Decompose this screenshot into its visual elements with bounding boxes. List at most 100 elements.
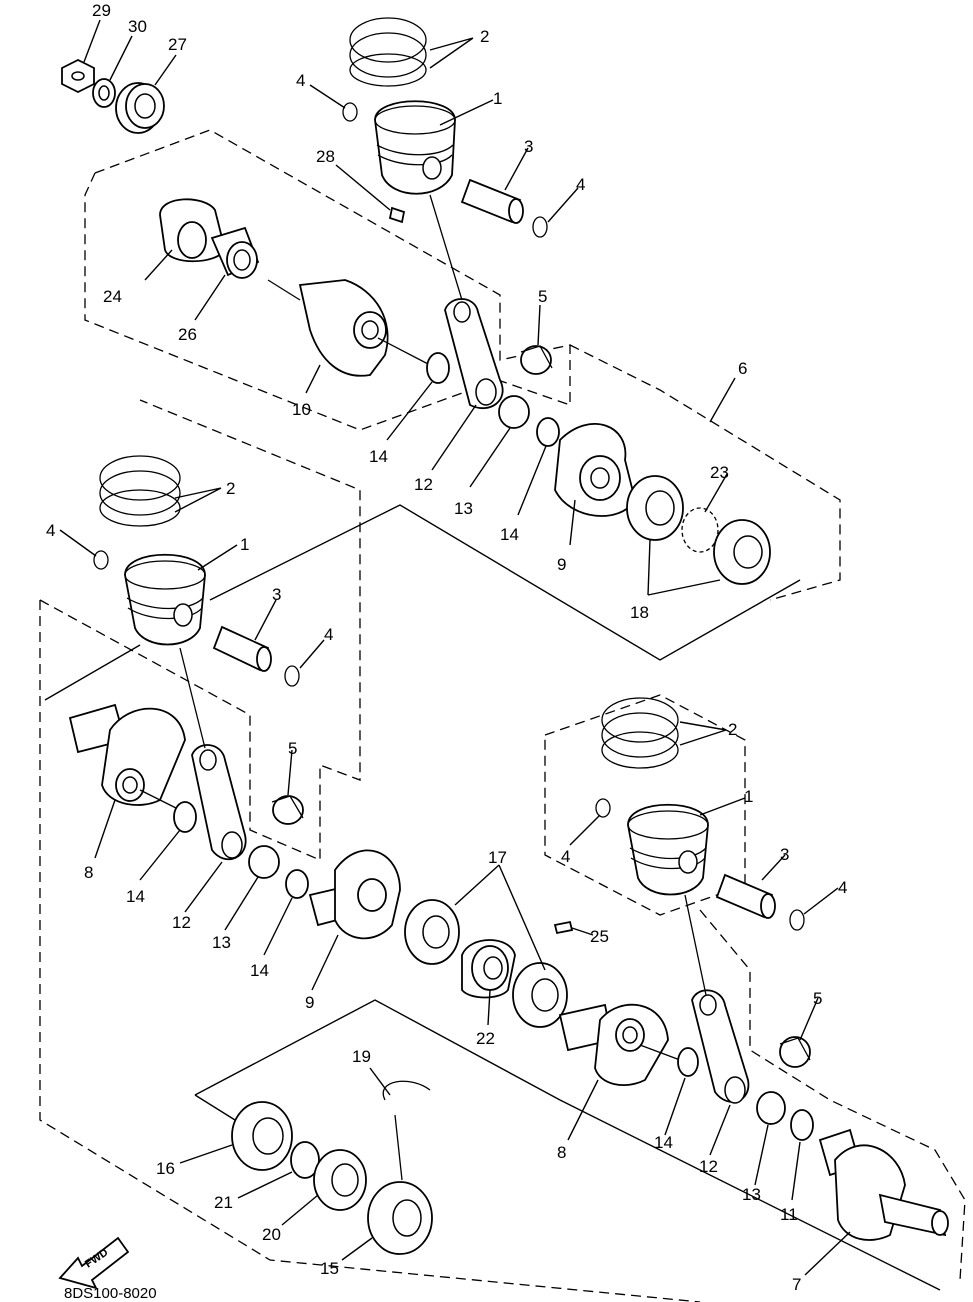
clip-4-right-left [595,798,611,818]
bearing-18-b [713,519,771,585]
leader-lines [59,19,851,1276]
callout-18: 18 [630,603,649,622]
drawing-code: 8DS100-8020 [64,1285,157,1302]
callout-12: 12 [172,913,191,932]
oil-seal-27 [115,82,165,134]
callout-30: 30 [128,17,147,36]
callout-23: 23 [710,463,729,482]
piston-rings-2-right [601,697,679,769]
nut-29 [61,58,95,94]
callout-4: 4 [46,521,55,540]
callout-24: 24 [103,287,122,306]
callout-11: 11 [780,1205,798,1224]
callout-9: 9 [305,993,314,1012]
bearing-18-a [626,475,684,541]
conrod-12-upper [429,194,504,410]
callout-4: 4 [576,175,585,194]
labyrinth-seal-22 [461,939,516,999]
dowel-pin-28 [388,206,406,224]
group-outlines [39,129,966,1302]
callout-15: 15 [320,1259,339,1278]
callout-12: 12 [699,1157,718,1176]
callout-17: 17 [488,848,507,867]
conrod-12-middle [179,647,247,861]
crank-web-8-middle [68,703,186,811]
washer-30 [92,78,116,108]
crank-web-9-middle [308,849,401,940]
collar-26 [210,226,260,279]
callout-4: 4 [838,878,847,897]
washer-14-middle-b [285,869,309,899]
clip-4-right-right [789,909,805,931]
bearing-24 [159,198,226,263]
clip-4-top-right [532,216,548,238]
callout-2: 2 [728,720,737,739]
callout-26: 26 [178,325,197,344]
piston-1-top [374,100,456,195]
crank-7 [818,1128,949,1241]
oil-seal-11 [790,1109,814,1141]
crank-web-8-lower [558,1003,681,1087]
bearing-13-middle [248,845,280,879]
callout-5: 5 [538,287,547,306]
washer-14-upper-b [536,417,560,447]
circlip-19 [382,1080,431,1101]
clip-4-top-left [342,102,358,122]
piston-rings-2-top [349,17,427,87]
callout-13: 13 [454,499,473,518]
clip-4-middle-left [93,550,109,570]
parts: FWD [58,17,949,1290]
callout-1: 1 [240,535,249,554]
crank-web-10 [267,279,431,377]
callout-14: 14 [654,1133,673,1152]
callout-8: 8 [84,863,93,882]
piston-rings-2-middle [99,455,181,527]
callout-5: 5 [288,739,297,758]
oil-seal-23 [681,507,719,553]
callout-1: 1 [493,89,502,108]
piston-pin-3-top [460,178,524,224]
callout-2: 2 [480,27,489,46]
callout-13: 13 [742,1185,761,1204]
callout-3: 3 [524,137,533,156]
callout-2: 2 [226,479,235,498]
callout-3: 3 [272,585,281,604]
callout-19: 19 [352,1047,371,1066]
callout-25: 25 [590,927,609,946]
bearing-5-lower [779,1036,811,1068]
bearing-17-a [404,899,460,965]
bearing-15 [367,1181,433,1255]
crank-web-9-upper [554,423,636,517]
piston-1-right [627,803,709,896]
bearing-5-middle [271,795,304,825]
callout-16: 16 [156,1159,175,1178]
spacer-21 [290,1141,320,1179]
callout-27: 27 [168,35,187,54]
callout-28: 28 [316,147,335,166]
piston-pin-3-right [715,873,776,919]
callout-8: 8 [557,1143,566,1162]
washer-14-upper-a [426,352,450,384]
bearing-17-b [512,962,568,1028]
bearing-13-lower [756,1091,786,1125]
dowel-pin-25 [553,920,574,935]
callout-4: 4 [561,847,570,866]
conrod-12-lower [684,894,750,1104]
callout-7: 7 [792,1275,801,1294]
callout-29: 29 [92,1,111,20]
callout-4: 4 [296,71,305,90]
washer-14-lower [677,1047,699,1077]
washer-14-middle-a [173,801,197,833]
bearing-5-upper [520,345,553,375]
callout-10: 10 [292,400,311,419]
callout-21: 21 [214,1193,233,1212]
callout-3: 3 [780,845,789,864]
callout-13: 13 [212,933,231,952]
callout-labels: 29 30 27 2 4 1 28 3 4 24 26 5 6 10 14 12… [46,1,847,1302]
bearing-16 [231,1101,293,1171]
callout-14: 14 [250,961,269,980]
clip-4-middle-right [284,665,300,687]
callout-5: 5 [813,989,822,1008]
piston-1-middle [124,553,206,646]
